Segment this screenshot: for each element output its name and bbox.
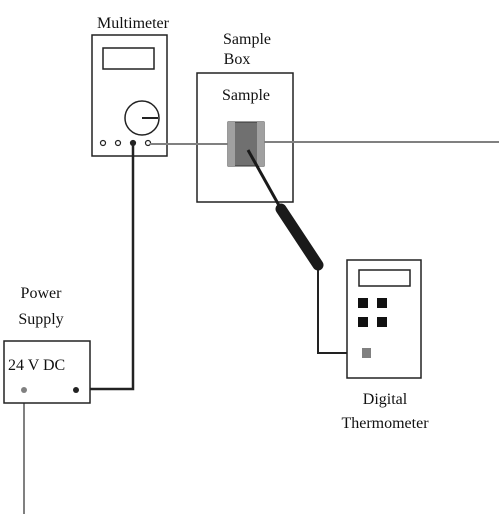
sample-box-label-line1: Sample (223, 31, 271, 48)
power-terminal-positive (73, 387, 79, 393)
sample-box-label-line2: Box (224, 51, 251, 68)
thermometer-keypad (358, 298, 387, 327)
sample-box: Sample Box Sample (196, 31, 294, 203)
thermometer-key (377, 317, 387, 327)
sample-block-edge (228, 122, 235, 166)
thermometer-label-line2: Thermometer (341, 415, 429, 432)
temperature-probe (246, 149, 324, 271)
multimeter: Multimeter (91, 15, 170, 157)
multimeter-jack (114, 139, 122, 147)
probe-needle (246, 149, 283, 210)
digital-thermometer: Digital Thermometer (341, 259, 429, 432)
multimeter-label: Multimeter (97, 15, 170, 32)
power-supply: Power Supply 24 V DC (3, 285, 91, 404)
power-label-line1: Power (21, 285, 63, 302)
thermometer-key (358, 317, 368, 327)
multimeter-display (102, 47, 155, 70)
power-label-line2: Supply (18, 311, 63, 328)
probe-handle (275, 203, 324, 271)
power-voltage-label: 24 V DC (8, 357, 65, 374)
sample-block-edge (257, 122, 264, 166)
multimeter-power-wire (76, 146, 135, 391)
multimeter-jacks (99, 139, 152, 147)
thermometer-key (358, 298, 368, 308)
multimeter-jack (99, 139, 107, 147)
thermometer-key (377, 298, 387, 308)
thermometer-label-line1: Digital (363, 391, 408, 408)
power-terminal-negative (21, 387, 27, 393)
sample-label: Sample (222, 87, 270, 104)
thermometer-display (358, 269, 411, 287)
multimeter-jack (129, 139, 137, 147)
thermometer-sensor-port (362, 348, 371, 358)
